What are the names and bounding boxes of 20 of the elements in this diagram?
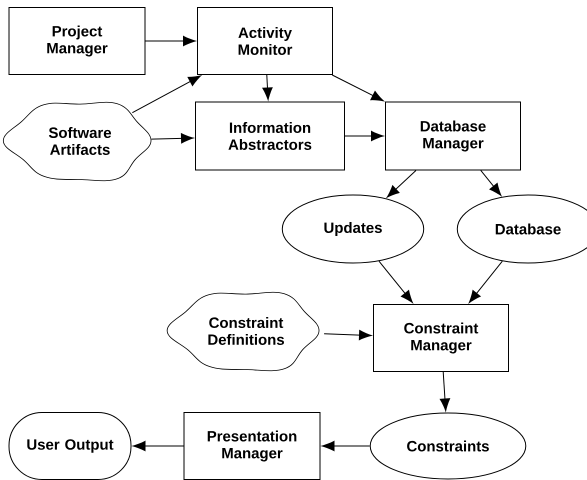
arrow (262, 74, 273, 100)
arrow (440, 372, 450, 412)
arrow (324, 330, 372, 340)
process-box: Presentation Manager (184, 412, 320, 480)
arrow (468, 260, 503, 303)
arrow (344, 130, 384, 142)
process-box: Constraint Manager (373, 304, 509, 372)
process-box: Information Abstractors (195, 102, 345, 170)
arrow (378, 260, 413, 303)
arrow (322, 440, 370, 452)
process-box: Project Manager (8, 7, 146, 75)
process-box: Database Manager (385, 102, 521, 170)
arrow (132, 440, 184, 452)
arrow (386, 170, 416, 198)
arrow (150, 133, 194, 144)
arrow (145, 36, 196, 46)
process-box: Activity Monitor (197, 7, 333, 75)
arrow (332, 74, 384, 102)
arrow (132, 75, 201, 114)
arrow (480, 170, 502, 196)
